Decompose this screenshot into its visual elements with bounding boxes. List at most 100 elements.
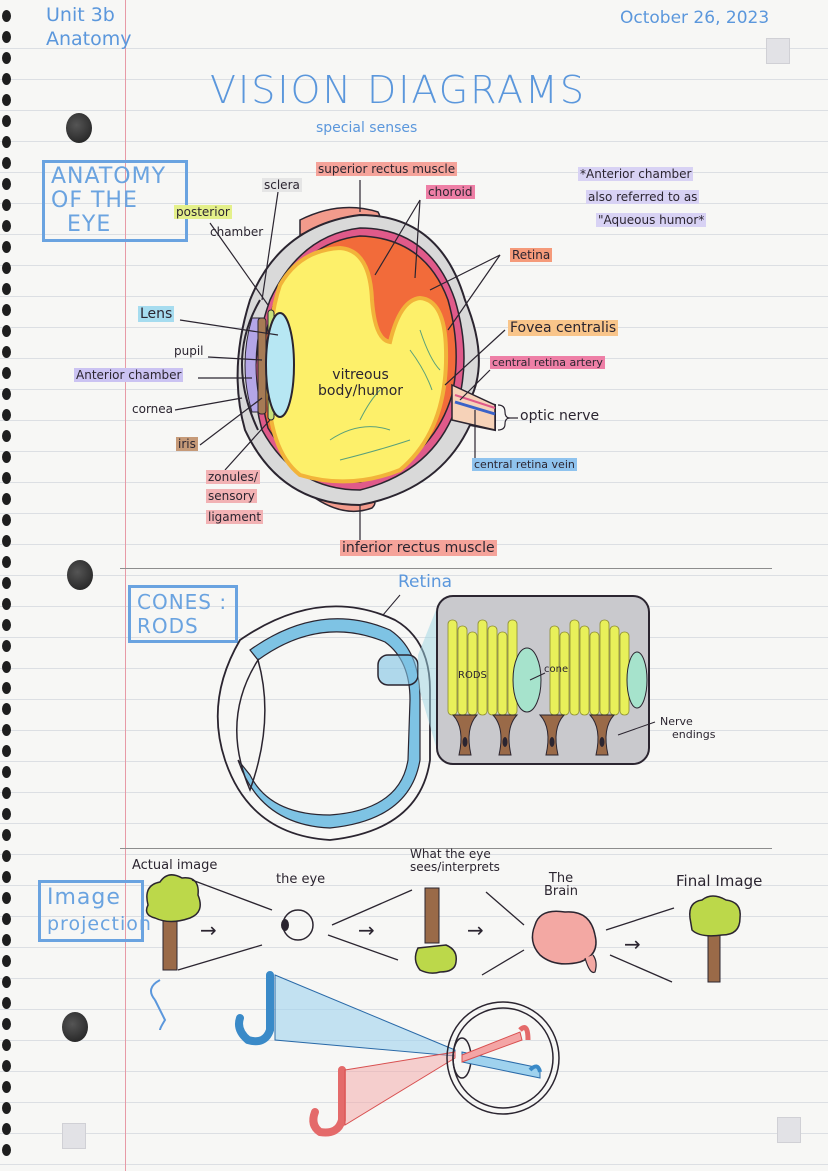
cone-cell <box>626 651 648 709</box>
spiral-ring <box>2 241 11 253</box>
spiral-ring <box>2 451 11 463</box>
spiral-ring <box>2 1144 11 1156</box>
nerve-nucleus <box>462 737 468 747</box>
note-line: "Aqueous humor* <box>596 213 707 227</box>
nerve-ending <box>538 714 566 756</box>
nerve-line: Nerve <box>660 715 693 728</box>
spiral-ring <box>2 1081 11 1093</box>
label-optic-nerve: optic nerve <box>520 408 600 424</box>
heading-line: CONES : <box>137 590 228 614</box>
spiral-ring <box>2 304 11 316</box>
spiral-ring <box>2 10 11 22</box>
spiral-ring <box>2 724 11 736</box>
spiral-ring <box>2 913 11 925</box>
step-label-eye: the eye <box>276 872 326 887</box>
eyeball-outline <box>446 1001 560 1115</box>
heading-line: ANATOMY <box>51 164 167 189</box>
cornea <box>241 299 261 431</box>
spiral-ring <box>2 871 11 883</box>
subject-label: Anatomy <box>46 28 132 50</box>
spiral-ring <box>2 157 11 169</box>
eye-outline-outer <box>216 605 431 841</box>
cones-rods-heading: CONES : RODS <box>128 585 238 643</box>
date-label: October 26, 2023 <box>620 8 770 28</box>
unit-label: Unit 3b <box>46 4 115 26</box>
spiral-ring <box>2 976 11 988</box>
step-label-actual: Actual image <box>132 858 218 873</box>
spiral-ring <box>2 640 11 652</box>
step-label-brain: The Brain <box>543 871 579 899</box>
spiral-ring <box>2 367 11 379</box>
spiral-ring <box>2 766 11 778</box>
punch-hole <box>66 113 92 143</box>
label-posterior-chamber-2: chamber <box>210 225 264 239</box>
page-subtitle: special senses <box>316 120 418 136</box>
spiral-ring <box>2 535 11 547</box>
label-central-artery: central retina artery <box>490 356 605 369</box>
label-central-vein: central retina vein <box>472 458 577 471</box>
section-divider <box>120 568 772 569</box>
heading-line: projection <box>47 913 152 935</box>
label-nerve-endings: Nerve endings <box>660 715 715 741</box>
spiral-ring <box>2 1060 11 1072</box>
magnification-cone <box>418 600 440 760</box>
curved-arrow-icon <box>150 979 167 1031</box>
label-inferior-rectus: inferior rectus muscle <box>340 540 497 556</box>
spiral-ring <box>2 997 11 1009</box>
arrow-icon: → <box>358 918 375 942</box>
image-j-red <box>518 1025 531 1041</box>
tree-canopy-inverted <box>414 944 458 974</box>
image-projection-heading: Image projection <box>38 880 152 942</box>
spiral-ring <box>2 514 11 526</box>
step-label-final: Final Image <box>676 872 763 890</box>
page-marker <box>766 38 790 64</box>
label-posterior-chamber: posterior <box>174 205 232 219</box>
heading-line: RODS <box>137 614 199 638</box>
label-fovea: Fovea centralis <box>508 320 619 336</box>
spiral-ring <box>2 409 11 421</box>
blood-vessels <box>329 329 441 461</box>
punch-hole <box>67 560 93 590</box>
retina-layer <box>237 618 421 829</box>
arrow-icon: → <box>200 918 217 942</box>
spiral-ring <box>2 220 11 232</box>
spiral-ring <box>2 745 11 757</box>
leader-lines <box>174 180 518 540</box>
tree-trunk-actual <box>162 914 178 971</box>
spiral-ring <box>2 829 11 841</box>
heading-line: Image <box>47 885 121 910</box>
zonules-line: ligament <box>206 510 264 524</box>
label-retina-blue: Retina <box>398 572 453 592</box>
spiral-ring <box>2 682 11 694</box>
tree-canopy-final <box>689 895 741 937</box>
spiral-ring <box>2 808 11 820</box>
blue-light-rays <box>274 974 456 1057</box>
cone-cell <box>512 647 542 713</box>
spiral-ring <box>2 346 11 358</box>
label-rods: RODS <box>458 670 487 681</box>
punch-hole <box>62 1012 88 1042</box>
spiral-ring <box>2 1102 11 1114</box>
spiral-ring <box>2 178 11 190</box>
zonules-line: zonules/ <box>206 470 260 484</box>
anatomy-heading: ANATOMY OF THE EYE <box>42 160 188 242</box>
heading-line: EYE <box>67 212 112 237</box>
spiral-ring <box>2 493 11 505</box>
note-line: also referred to as <box>586 190 700 204</box>
label-iris: iris <box>176 437 198 451</box>
spiral-ring <box>2 136 11 148</box>
rod-cell <box>477 619 488 716</box>
spiral-ring <box>2 31 11 43</box>
zonules-line: sensory <box>206 489 257 503</box>
spiral-ring <box>2 430 11 442</box>
spiral-ring <box>2 325 11 337</box>
object-j-red <box>309 1066 346 1137</box>
spiral-ring <box>2 388 11 400</box>
rod-cell <box>569 619 580 716</box>
spiral-ring <box>2 955 11 967</box>
tree-trunk-inverted <box>424 887 440 944</box>
central-retina-vein <box>454 400 496 416</box>
